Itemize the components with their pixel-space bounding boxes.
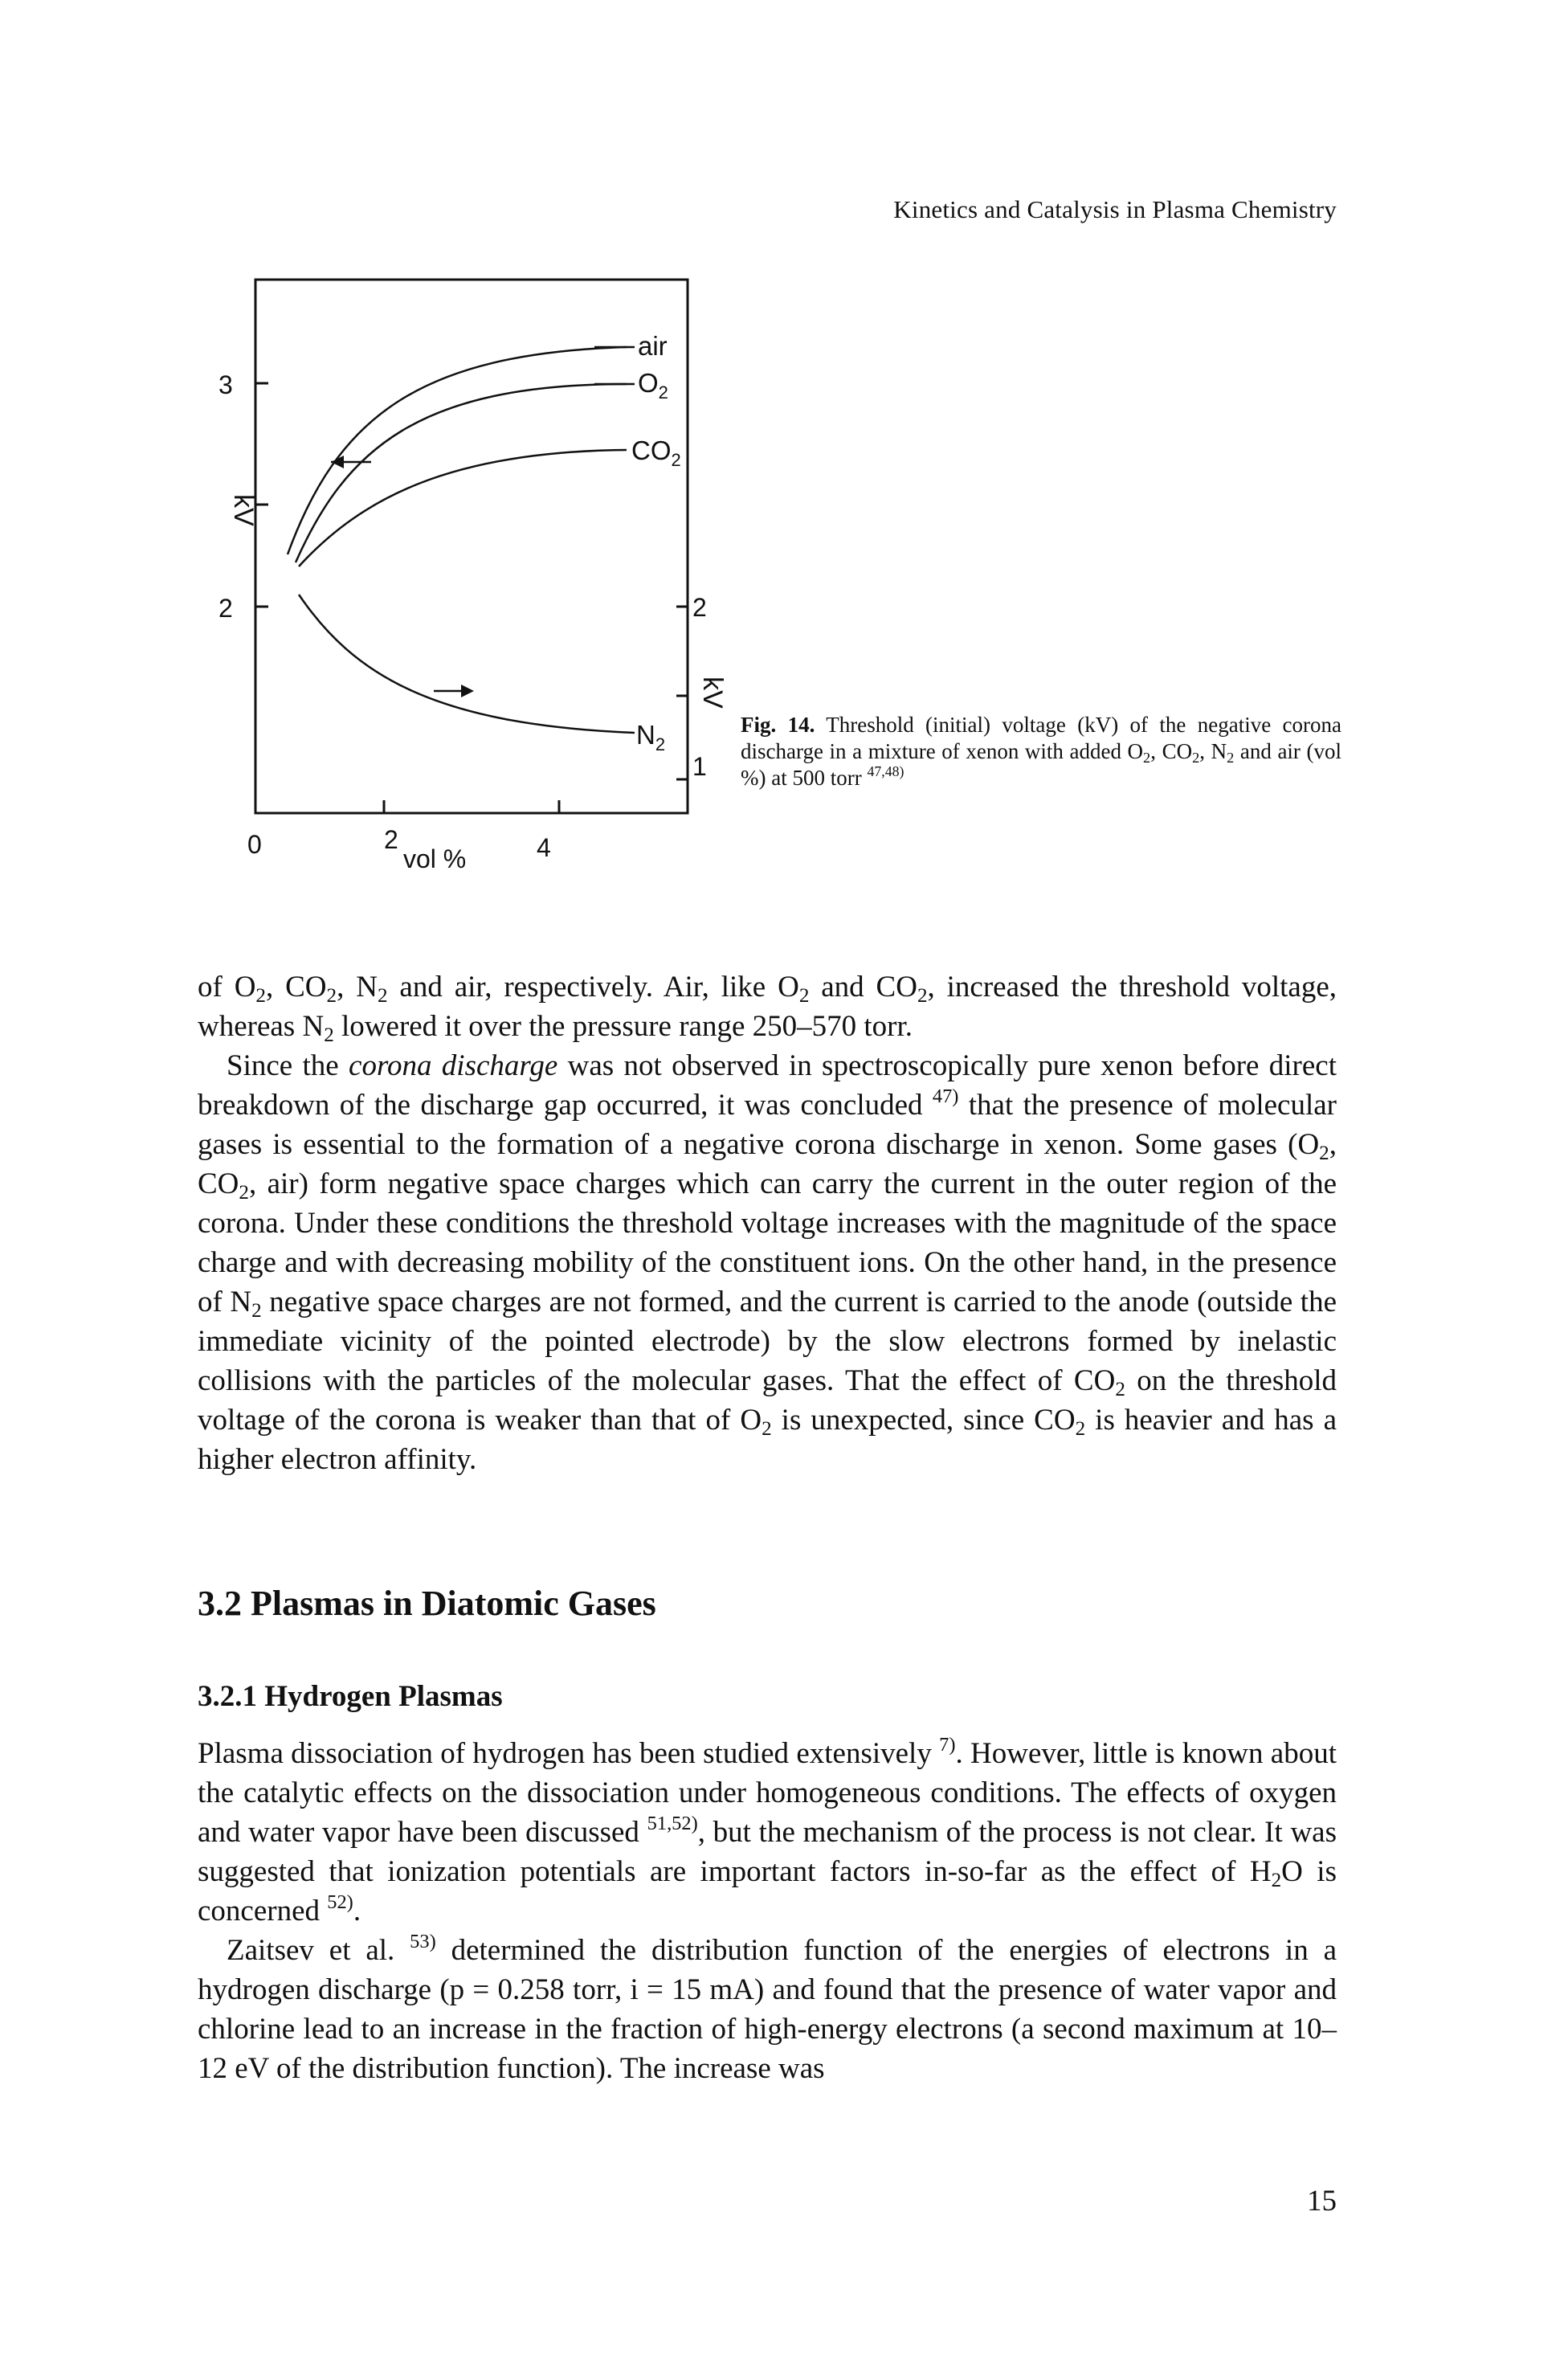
label-co2: CO2 [631,435,681,470]
arrow-left-icon [331,456,371,468]
subsection-heading: 3.2.1 Hydrogen Plasmas [198,1680,503,1713]
right-axis-unit: kV [697,677,728,709]
paragraph-continuation: of O2, CO2, N2 and air, respectively. Ai… [198,971,1337,1047]
label-o2: O2 [638,368,668,403]
paragraph-hydrogen: Plasma dissociation of hydrogen has been… [198,1733,1337,1928]
arrow-right-icon [434,685,474,697]
right-tick-label-1: 1 [692,752,707,781]
left-tick-label-2: 2 [218,594,233,623]
x-tick-label-4: 4 [537,833,551,862]
body-text-lower: Plasma dissociation of hydrogen has been… [198,1734,1337,2088]
page-number: 15 [1307,2185,1337,2218]
x-tick-label-0: 0 [247,830,262,859]
left-axis-unit: kV [228,494,259,526]
x-axis-label: vol % [403,844,466,873]
running-head: Kinetics and Catalysis in Plasma Chemist… [893,195,1337,223]
plot-frame [254,278,689,815]
paragraph-corona: Since the corona discharge was not obser… [198,1049,1337,1476]
curve-n2 [297,594,635,734]
right-tick-label-2: 2 [692,593,707,622]
x-tick-label-2: 2 [384,825,398,854]
left-tick-label-3: 3 [218,370,233,399]
label-n2: N2 [636,720,665,754]
curve-co2 [298,448,627,567]
curve-o2 [294,382,627,563]
curve-air [286,345,627,555]
section-heading: 3.2 Plasmas in Diatomic Gases [198,1584,656,1623]
paragraph-zaitsev: Zaitsev et al. 53) determined the distri… [198,1930,1337,2085]
body-text-upper: of O2, CO2, N2 and air, respectively. Ai… [198,967,1337,1479]
caption-label: Fig. 14. [741,713,815,737]
label-air: air [638,331,668,361]
figure-caption: Fig. 14. Threshold (initial) voltage (kV… [741,713,1342,790]
